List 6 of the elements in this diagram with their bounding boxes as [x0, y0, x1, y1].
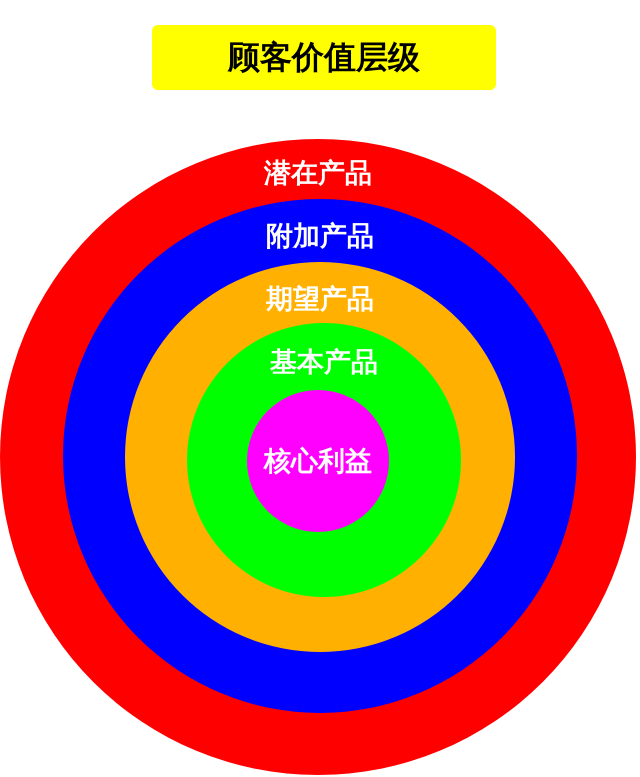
ring-label: 潜在产品 — [264, 160, 372, 187]
title-banner: 顾客价值层级 — [152, 25, 496, 90]
ring-label: 基本产品 — [270, 349, 378, 376]
ring-label: 核心利益 — [264, 448, 372, 475]
ring-label: 附加产品 — [266, 223, 374, 250]
ring-label: 期望产品 — [266, 286, 374, 313]
